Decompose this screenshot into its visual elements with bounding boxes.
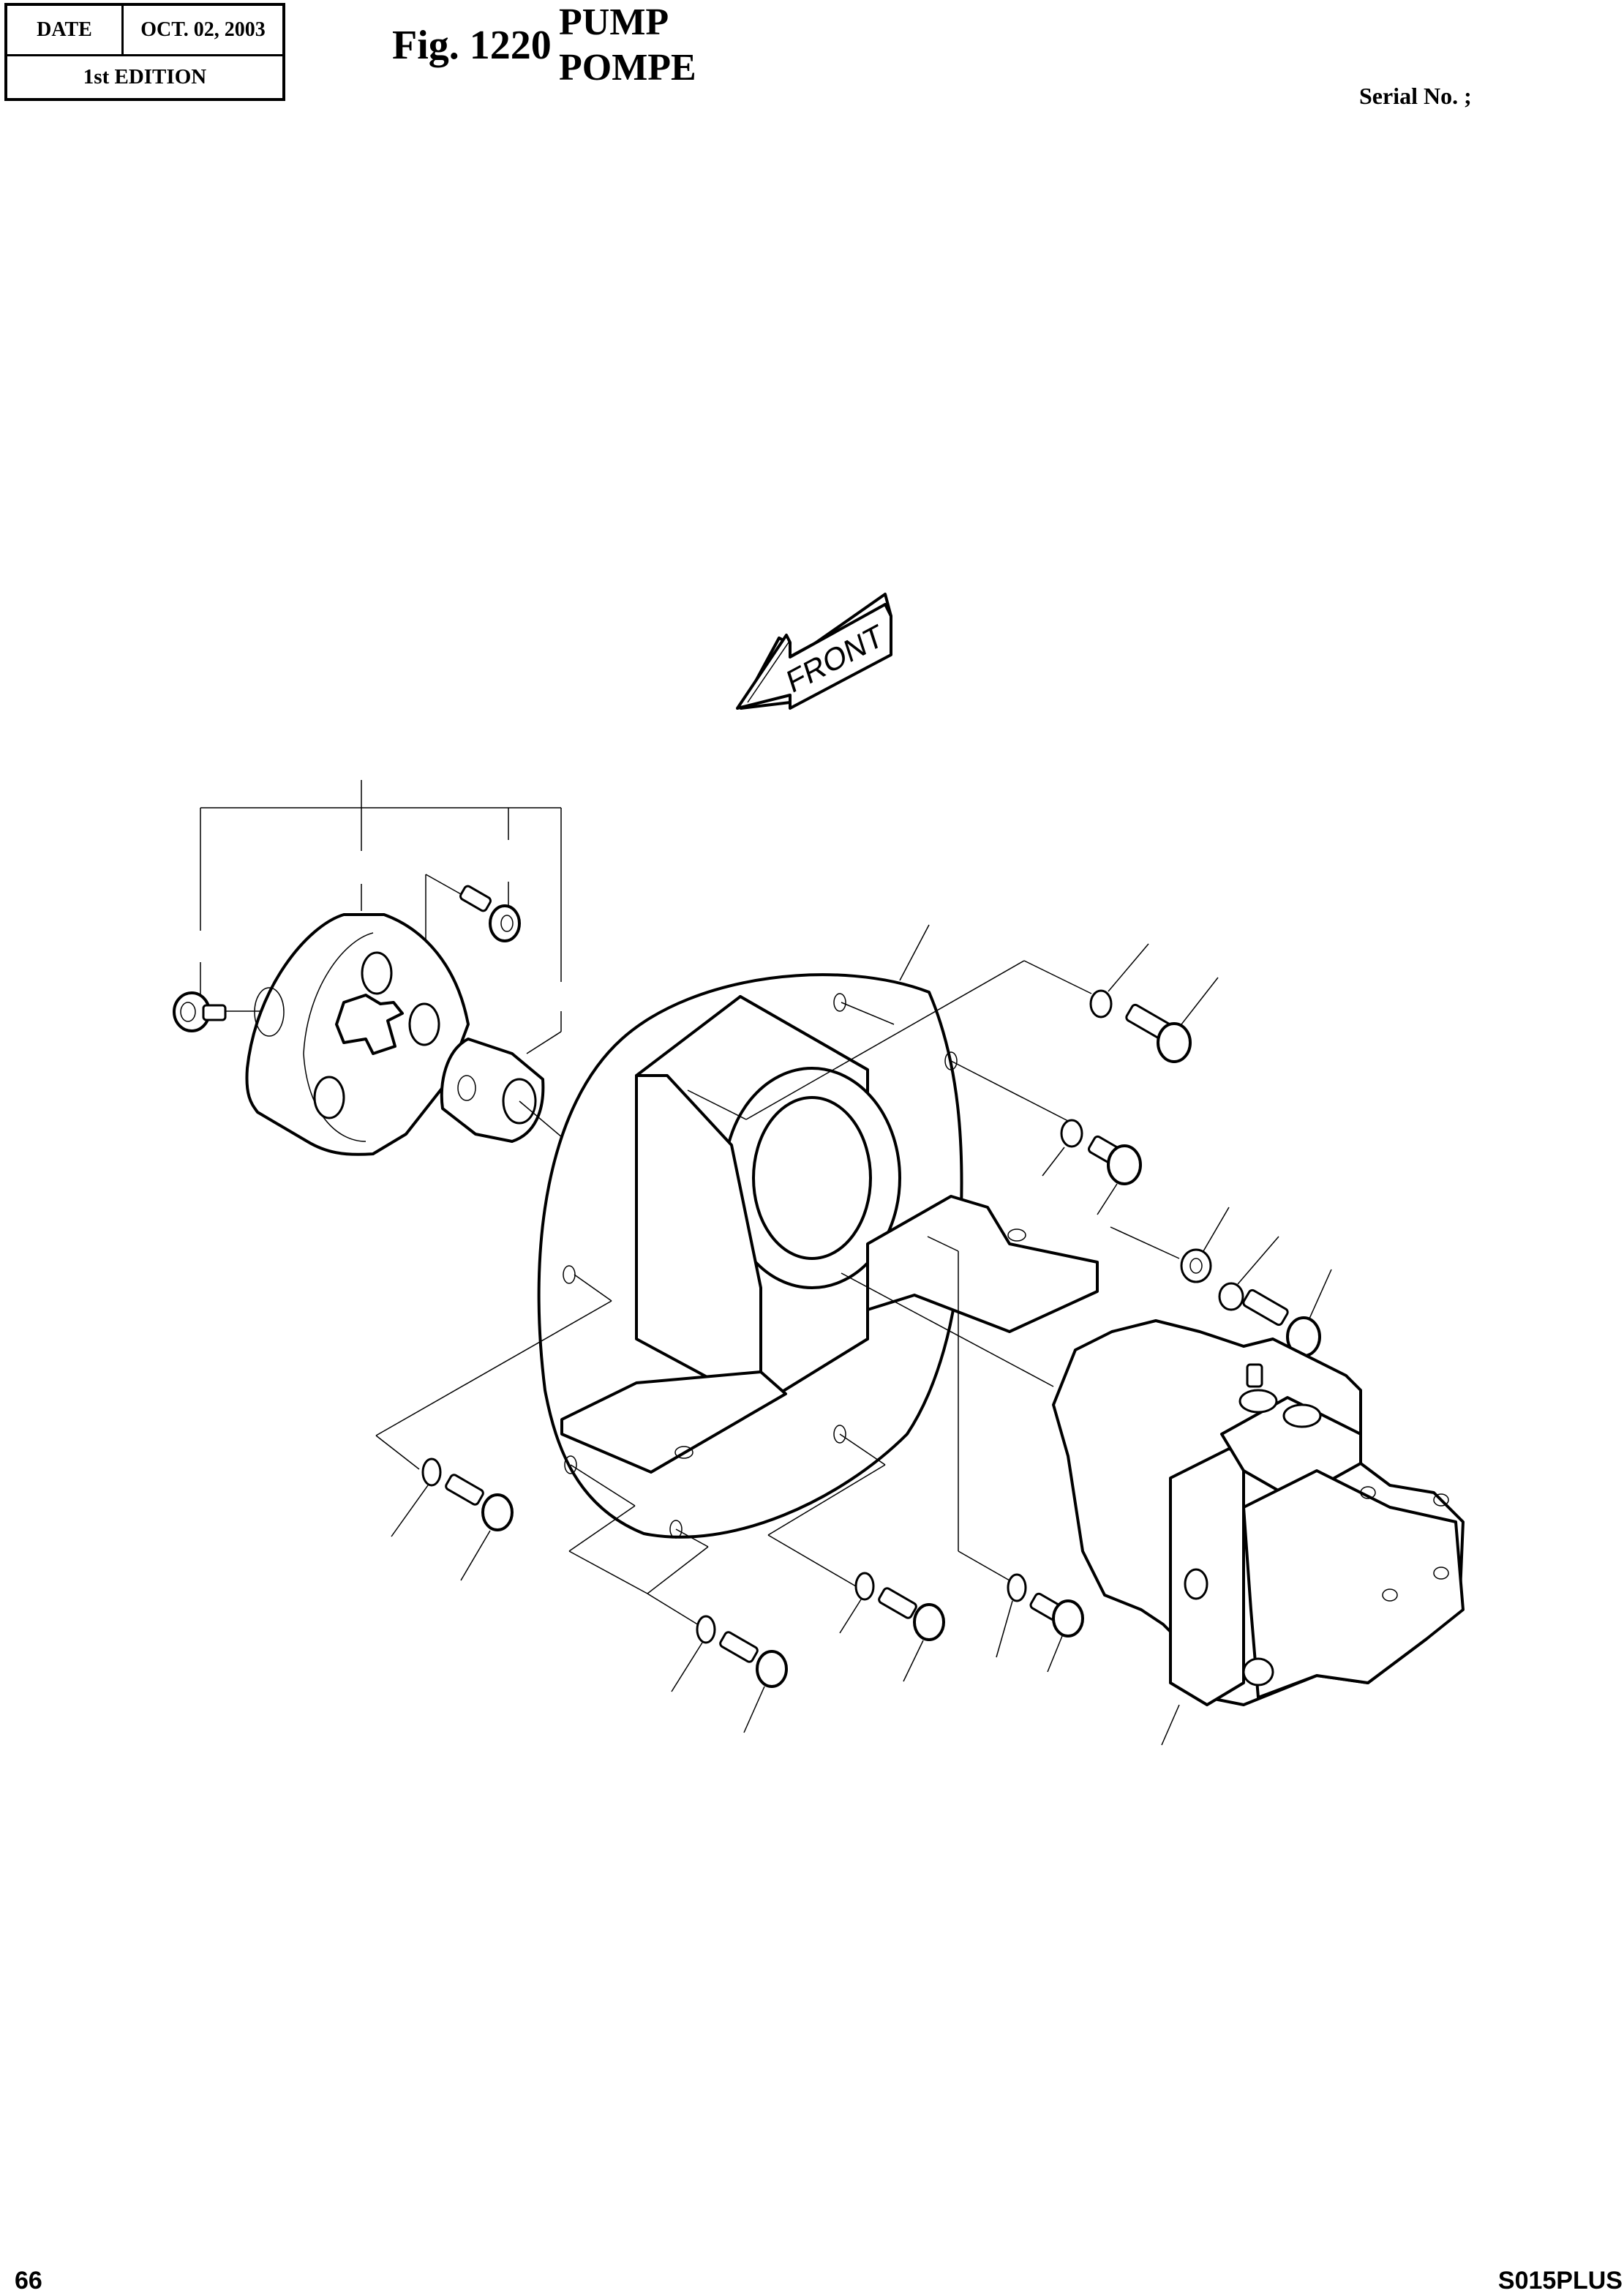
bracket-leader-lines <box>375 960 1092 1628</box>
hex-bolt-lower-right-icon <box>996 1573 1084 1673</box>
coupling-spacer-icon <box>440 1038 592 1163</box>
front-arrow-icon: FRONT <box>736 593 892 710</box>
socket-bolt-left-icon <box>173 991 227 1032</box>
hex-bolt-top-icon <box>1089 943 1219 1063</box>
pump-bracket-icon <box>560 995 1099 1474</box>
edition-table: DATE OCT. 02, 2003 1st EDITION <box>4 3 285 101</box>
date-label: DATE <box>7 6 124 54</box>
figure-title-english: PUMP <box>559 1 669 43</box>
edition-label: 1st EDITION <box>83 65 207 89</box>
page-number: 66 <box>15 2267 42 2295</box>
figure-title-french: POMPE <box>559 47 696 89</box>
hydraulic-pump-icon <box>1052 1319 1465 1746</box>
edition-table-row-date: DATE OCT. 02, 2003 <box>7 6 282 56</box>
coupling-hub-icon <box>245 913 470 1156</box>
hex-bolt-lower-mid-icon <box>839 1572 945 1682</box>
date-value: OCT. 02, 2003 <box>140 18 266 41</box>
figure-title: PUMP POMPE <box>559 0 696 91</box>
hex-bolt-lower-left-icon <box>391 1457 514 1581</box>
serial-number-label: Serial No. ; <box>1359 83 1472 109</box>
hex-bolt-middle-icon <box>1042 1119 1142 1215</box>
figure-number: Fig. 1220 <box>392 23 552 68</box>
hex-bolt-lower-center-icon <box>671 1615 788 1733</box>
socket-bolt-right-icon <box>459 885 521 942</box>
model-name: S015PLUS <box>1497 2267 1623 2295</box>
